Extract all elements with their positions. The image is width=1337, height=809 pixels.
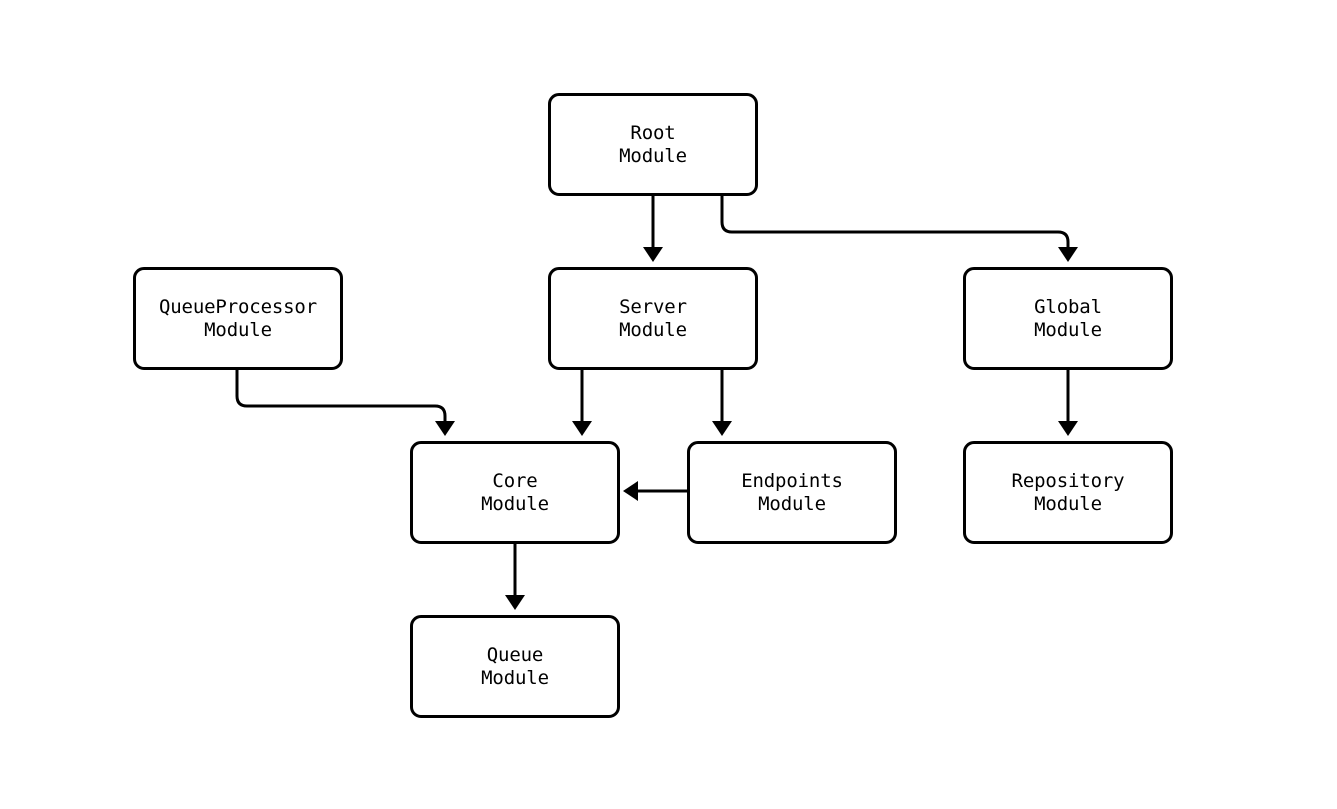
edge-arrowhead bbox=[505, 595, 525, 610]
edge-queueprocessor-to-core bbox=[235, 370, 455, 436]
node-queue-label-secondary: Module bbox=[481, 666, 549, 689]
edge-arrowhead bbox=[435, 421, 455, 436]
edge-server-to-endpoints bbox=[712, 370, 732, 436]
edge-line bbox=[720, 196, 1070, 248]
edge-arrowhead bbox=[572, 421, 592, 436]
edge-arrowhead bbox=[712, 421, 732, 436]
edge-arrowhead bbox=[1058, 421, 1078, 436]
node-repository-label-secondary: Module bbox=[1034, 492, 1102, 515]
node-root-label-primary: Root bbox=[630, 121, 676, 144]
node-queue-label-primary: Queue bbox=[486, 643, 544, 666]
node-server-label-primary: Server bbox=[619, 295, 687, 318]
node-root-label-secondary: Module bbox=[619, 144, 687, 167]
node-core-label-primary: Core bbox=[492, 469, 538, 492]
node-global-label-primary: Global bbox=[1034, 295, 1102, 318]
edge-server-to-core bbox=[572, 370, 592, 436]
node-queueprocessor-label-primary: QueueProcessor bbox=[158, 295, 318, 318]
edge-arrowhead bbox=[643, 247, 663, 262]
edge-arrowhead bbox=[1058, 247, 1078, 262]
edge-line bbox=[235, 370, 447, 422]
edge-arrowhead bbox=[623, 481, 638, 501]
node-server-label-secondary: Module bbox=[619, 318, 687, 341]
node-endpoints-label-secondary: Module bbox=[758, 492, 826, 515]
node-queueprocessor-label-secondary: Module bbox=[204, 318, 272, 341]
edge-global-to-repository bbox=[1058, 370, 1078, 436]
edge-root-to-global bbox=[720, 196, 1078, 262]
edge-endpoints-to-core bbox=[623, 481, 687, 501]
node-core-label-secondary: Module bbox=[481, 492, 549, 515]
node-endpoints-label-primary: Endpoints bbox=[741, 469, 843, 492]
node-repository-label-primary: Repository bbox=[1011, 469, 1125, 492]
edge-root-to-server bbox=[643, 196, 663, 262]
edge-core-to-queue bbox=[505, 544, 525, 610]
node-global-label-secondary: Module bbox=[1034, 318, 1102, 341]
